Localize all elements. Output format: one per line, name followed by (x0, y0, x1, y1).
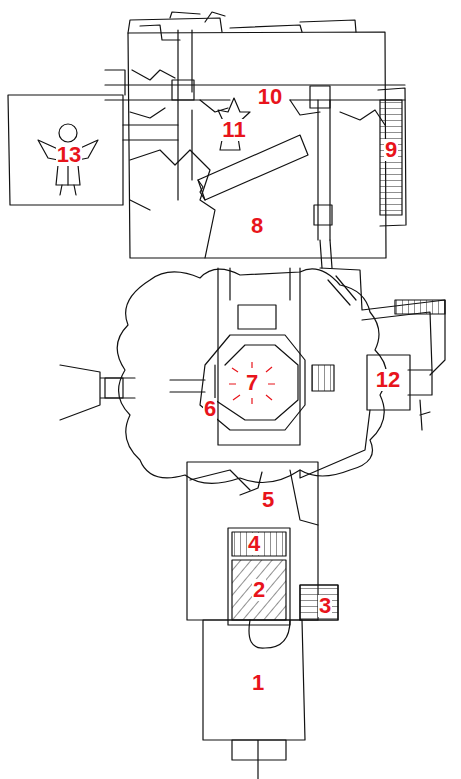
callout-number: 12 (375, 369, 401, 391)
callout-number: 5 (261, 489, 275, 511)
callout-number: 8 (250, 215, 264, 237)
callout-number: 2 (252, 579, 266, 601)
callout-number: 11 (221, 119, 246, 141)
callout-number: 4 (247, 533, 261, 555)
callout-number: 9 (384, 139, 398, 161)
callout-number: 1 (251, 672, 265, 694)
callout-number: 3 (318, 595, 332, 617)
callout-number: 10 (257, 86, 283, 108)
callout-number: 13 (56, 144, 82, 166)
callout-number: 7 (245, 372, 259, 394)
callout-number: 6 (203, 398, 217, 420)
